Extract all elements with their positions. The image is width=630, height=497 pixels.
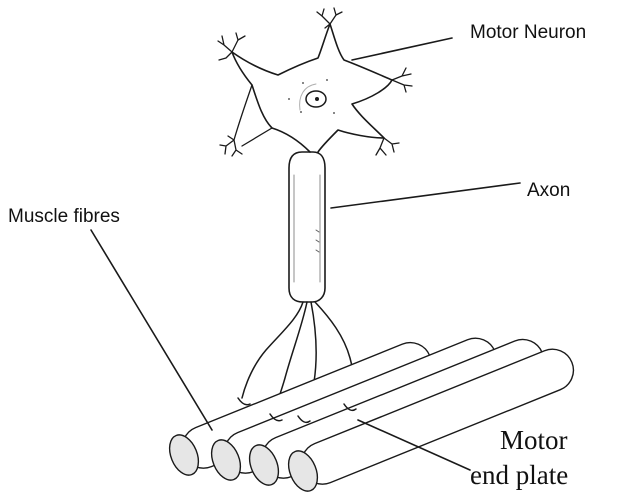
motor-end-plate-label-line1: Motor: [500, 425, 568, 455]
nucleus: [288, 79, 335, 114]
axon-label: Axon: [527, 180, 570, 201]
muscle-fibres-leader-line: [91, 230, 212, 430]
axon-shaft: [289, 152, 325, 302]
dendrites: [218, 8, 412, 156]
motor-neuron-leader-line: [352, 38, 452, 60]
axon-leader-line: [331, 183, 520, 208]
motor-neuron-label: Motor Neuron: [470, 22, 586, 43]
motor-end-plate-label-line2: end plate: [470, 460, 568, 490]
muscle-fibres-label: Muscle fibres: [8, 206, 120, 227]
neuron-cell-body: [232, 24, 392, 152]
